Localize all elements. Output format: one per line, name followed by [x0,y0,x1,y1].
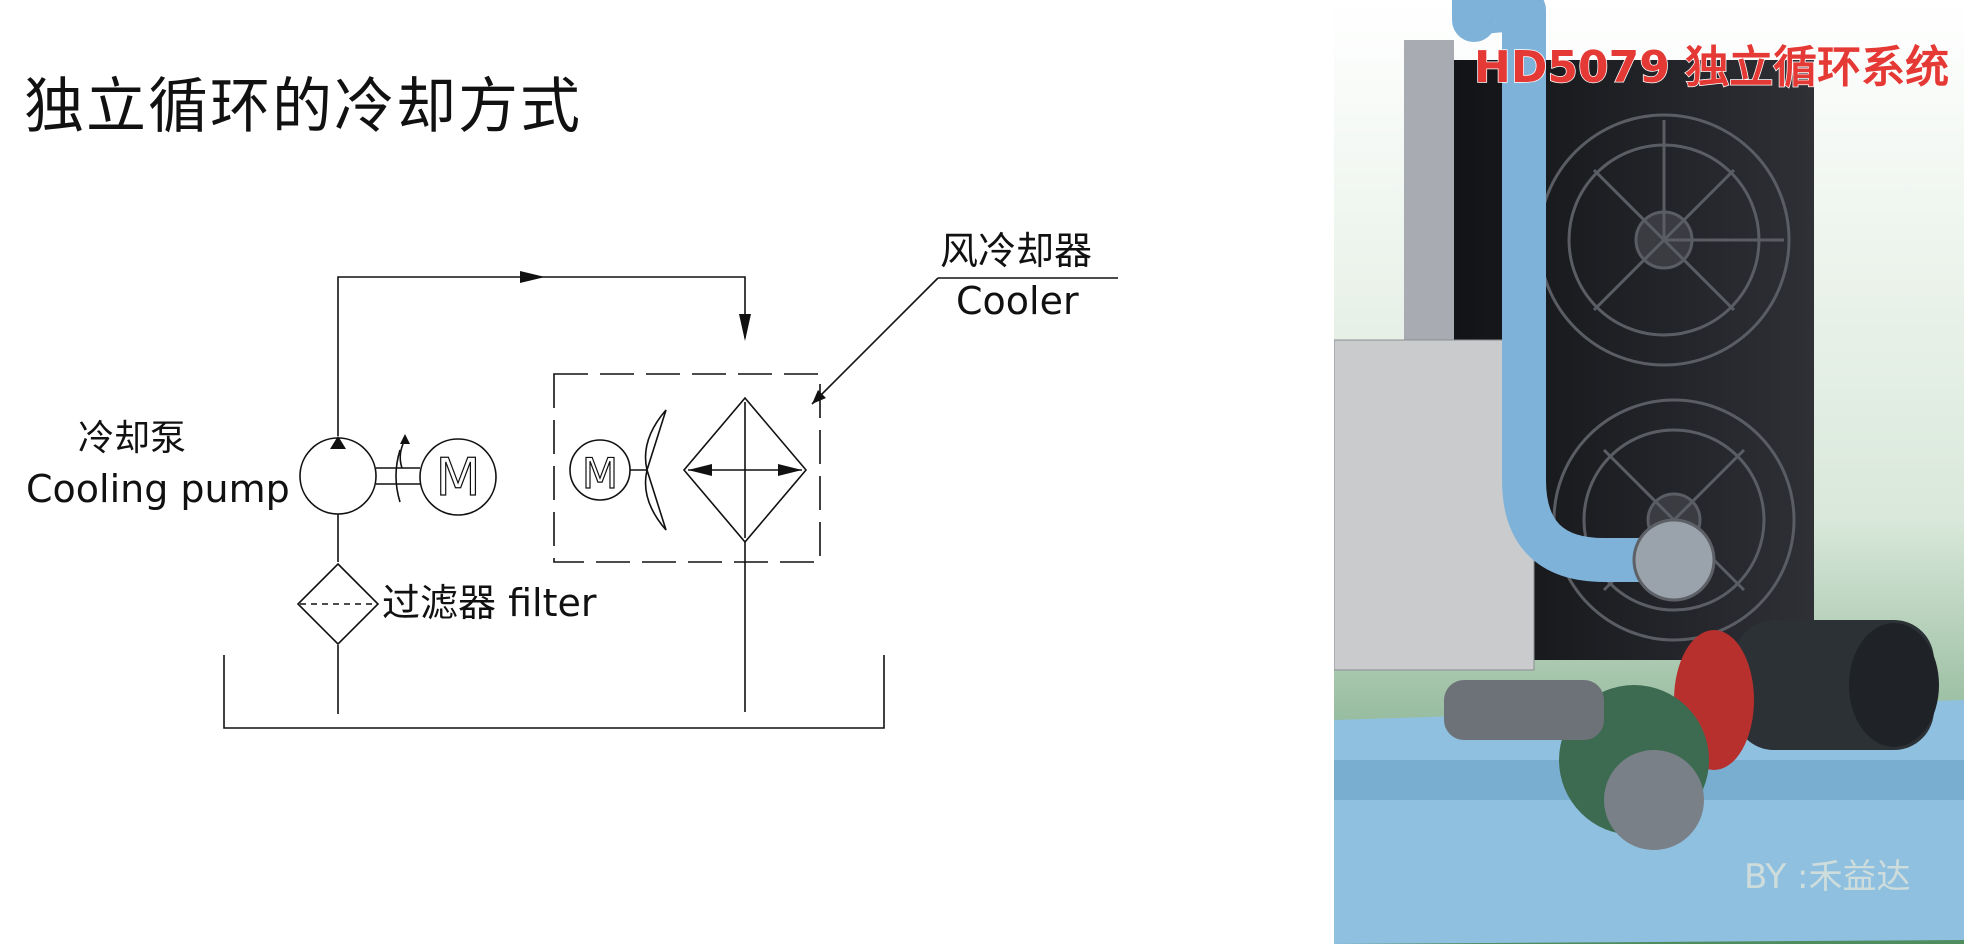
supply-line [337,276,746,436]
pump-direction-arrow [330,436,346,449]
tank-icon [223,655,885,729]
vertical-pipe [1404,40,1454,340]
product-photo: HD5079 独立循环系统 BY :禾益达 [1334,0,1964,944]
cooler-enclosure [553,373,821,563]
motor-symbol: M [436,448,481,508]
heat-exchanger-arrow-right [778,464,802,476]
cooler-leader-line [811,277,939,405]
cooling-circuit-schematic: M M 冷却泵 Cooling pump 过滤器 filter 风冷却器 Coo… [26,229,1118,729]
photo-caption: HD5079 独立循环系统 [1474,42,1949,93]
filter-label: 过滤器 filter [382,581,597,625]
flow-arrow [739,314,751,341]
photo-watermark: BY :禾益达 [1744,857,1911,897]
pump-icon [299,437,377,515]
control-box [1334,339,1535,671]
pump-label-cn: 冷却泵 [78,418,186,459]
cooler-leader-arrow [812,390,826,404]
product-photo-illustration: HD5079 独立循环系统 BY :禾益达 [1334,0,1964,944]
motor-icon [419,438,497,516]
filter-icon [296,562,380,646]
slide-title: 独立循环的冷却方式 [24,72,582,142]
fan-icon [630,409,667,531]
pump-label-en: Cooling pump [26,467,290,511]
heat-exchanger-arrow-left [688,464,712,476]
cooler-label-cn: 风冷却器 [940,229,1092,273]
blue-pipe [1452,0,1664,582]
cooler-label-en: Cooler [956,279,1079,323]
motor-rotation-arrow [400,434,410,444]
fan-motor-symbol: M [582,449,618,498]
flow-arrow [520,271,545,283]
